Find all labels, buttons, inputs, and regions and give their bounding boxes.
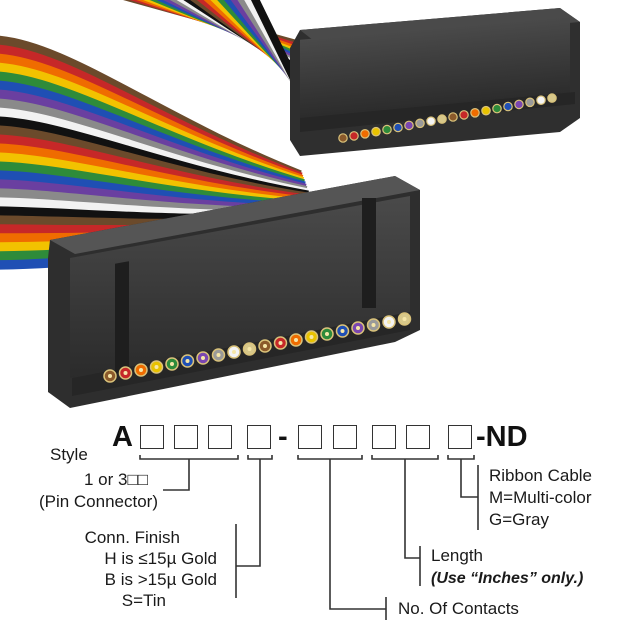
contact-pin bbox=[547, 93, 557, 103]
contact-pin-center bbox=[371, 323, 376, 327]
style-box-3 bbox=[208, 425, 232, 449]
length-note: (Use “Inches” only.) bbox=[431, 570, 584, 587]
connector-rear bbox=[290, 8, 580, 156]
contact-pin-center bbox=[154, 365, 159, 369]
contact-pin-center bbox=[123, 371, 128, 375]
contact-pin-center bbox=[247, 347, 252, 351]
contacts-label: No. Of Contacts bbox=[398, 599, 519, 618]
contacts-box-1 bbox=[298, 425, 322, 449]
contact-pin bbox=[448, 112, 458, 122]
pin-row-rear bbox=[338, 93, 557, 143]
cable-box bbox=[448, 425, 472, 449]
contacts-box-2 bbox=[333, 425, 357, 449]
contact-pin bbox=[437, 114, 447, 124]
contact-pin-center bbox=[216, 353, 221, 357]
contact-pin bbox=[536, 95, 546, 105]
style-box-1 bbox=[140, 425, 164, 449]
leader-lines bbox=[139, 455, 479, 620]
contact-pin-center bbox=[232, 350, 236, 354]
contact-pin bbox=[525, 97, 535, 108]
contact-pin bbox=[360, 129, 370, 139]
contact-pin-center bbox=[108, 374, 112, 378]
contact-pin bbox=[415, 118, 425, 129]
part-prefix: A bbox=[112, 421, 133, 453]
contact-pin bbox=[481, 105, 491, 116]
finish-b: B is >15µ Gold bbox=[104, 570, 217, 589]
contact-pin-center bbox=[201, 356, 205, 360]
part-suffix: -ND bbox=[476, 421, 528, 453]
pin-row-front bbox=[103, 312, 412, 383]
contact-pin-center bbox=[294, 338, 298, 342]
contact-pin-center bbox=[263, 344, 267, 348]
contact-pin bbox=[371, 126, 381, 137]
contact-pin bbox=[426, 116, 436, 126]
cable-multicolor: M=Multi-color bbox=[489, 488, 592, 507]
contact-pin bbox=[349, 131, 359, 141]
contact-pin bbox=[492, 103, 502, 114]
contact-pin-center bbox=[185, 359, 190, 363]
style-pin-connector: (Pin Connector) bbox=[38, 492, 158, 511]
finish-title: Conn. Finish bbox=[84, 528, 180, 547]
contact-pin bbox=[459, 110, 469, 120]
contact-pin bbox=[404, 120, 414, 131]
finish-h: H is ≤15µ Gold bbox=[104, 549, 217, 568]
style-box-2 bbox=[174, 425, 198, 449]
length-box-2 bbox=[406, 425, 430, 449]
contact-pin-center bbox=[278, 341, 283, 345]
contact-pin bbox=[514, 99, 524, 110]
part-dash: - bbox=[278, 421, 288, 453]
contact-pin-center bbox=[309, 335, 314, 339]
style-pin-option: 1 or 3□□ bbox=[83, 470, 148, 489]
contact-pin-center bbox=[170, 362, 174, 366]
finish-box bbox=[247, 425, 271, 449]
contact-pin-center bbox=[340, 329, 345, 333]
contact-pin bbox=[503, 101, 513, 112]
contact-pin bbox=[393, 122, 403, 133]
contact-pin-center bbox=[387, 320, 391, 324]
contact-pin-center bbox=[356, 326, 360, 330]
contact-pin bbox=[338, 133, 348, 143]
length-title: Length bbox=[431, 546, 483, 565]
contact-pin-center bbox=[402, 317, 407, 321]
contact-pin bbox=[382, 124, 392, 135]
contact-pin-center bbox=[325, 332, 329, 336]
finish-s: S=Tin bbox=[121, 591, 166, 610]
contact-pin-center bbox=[139, 368, 143, 372]
contact-pin bbox=[470, 108, 480, 118]
ribbon-cable-upper bbox=[123, 0, 311, 107]
length-box-1 bbox=[372, 425, 396, 449]
cable-title: Ribbon Cable bbox=[489, 466, 593, 485]
connector-front bbox=[48, 176, 420, 408]
style-label: Style bbox=[50, 445, 88, 464]
cable-gray: G=Gray bbox=[489, 510, 549, 529]
